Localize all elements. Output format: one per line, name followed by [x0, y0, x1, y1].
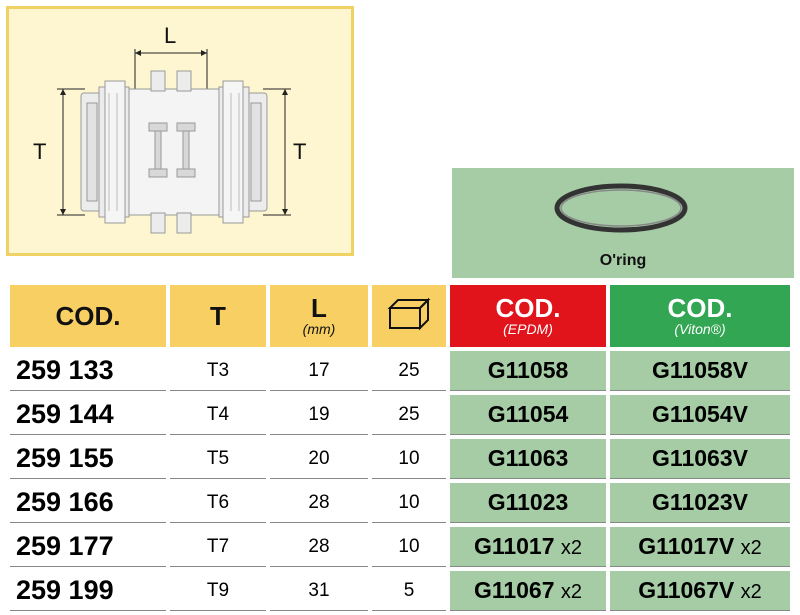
- product-table: COD. T L(mm) COD.(EPDM) COD.(Viton®) 259…: [6, 281, 794, 615]
- qty-cell: 10: [372, 483, 446, 523]
- epdm-code-cell: G11058: [450, 351, 606, 391]
- t-cell: T5: [170, 439, 266, 479]
- viton-code-value: G11067V: [638, 577, 735, 603]
- viton-code-value: G11023V: [652, 489, 748, 515]
- code-cell: 259 166: [10, 483, 166, 523]
- epdm-code-value: G11067: [473, 577, 555, 603]
- viton-code-value: G11054V: [652, 401, 748, 427]
- fitting-diagram: L T T: [6, 6, 354, 256]
- left-diameter-label: T: [33, 139, 47, 164]
- quantity-multiplier: x2: [560, 581, 583, 603]
- qty-cell: 25: [372, 395, 446, 435]
- viton-code-value: G11017V: [638, 533, 735, 559]
- qty-cell: 10: [372, 527, 446, 567]
- l-cell: 28: [270, 527, 368, 567]
- viton-code-value: G11063V: [652, 445, 748, 471]
- viton-code-cell: G11023V: [610, 483, 790, 523]
- quantity-multiplier: x2: [740, 581, 762, 603]
- t-cell: T7: [170, 527, 266, 567]
- viton-code-cell: G11058V: [610, 351, 790, 391]
- l-cell: 17: [270, 351, 368, 391]
- epdm-code-value: G11023: [487, 489, 569, 515]
- t-cell: T4: [170, 395, 266, 435]
- epdm-code-cell: G11023: [450, 483, 606, 523]
- epdm-code-value: G11063: [487, 445, 569, 471]
- quantity-multiplier: x2: [560, 537, 583, 559]
- t-cell: T6: [170, 483, 266, 523]
- header-viton: COD.(Viton®): [610, 285, 790, 347]
- quantity-multiplier: x2: [740, 537, 762, 559]
- epdm-code-cell: G11063: [450, 439, 606, 479]
- epdm-code-cell: G11054: [450, 395, 606, 435]
- oring-panel: O'ring: [452, 168, 794, 278]
- viton-code-value: G11058V: [652, 357, 748, 383]
- l-cell: 20: [270, 439, 368, 479]
- box-icon: [387, 297, 431, 330]
- epdm-code-value: G11017: [473, 533, 555, 559]
- header-box: [372, 285, 446, 347]
- oring-label: O'ring: [599, 252, 647, 269]
- t-cell: T3: [170, 351, 266, 391]
- epdm-code-value: G11058: [487, 357, 569, 383]
- header-l: L(mm): [270, 285, 368, 347]
- qty-cell: 25: [372, 351, 446, 391]
- viton-code-cell: G11054V: [610, 395, 790, 435]
- fitting-drawing: [57, 49, 291, 234]
- code-cell: 259 199: [10, 571, 166, 611]
- table-header-row: COD. T L(mm) COD.(EPDM) COD.(Viton®): [10, 285, 790, 347]
- code-cell: 259 177: [10, 527, 166, 567]
- qty-cell: 5: [372, 571, 446, 611]
- l-cell: 28: [270, 483, 368, 523]
- right-diameter-label: T: [293, 139, 307, 164]
- header-code: COD.: [10, 285, 166, 347]
- code-cell: 259 144: [10, 395, 166, 435]
- viton-code-cell: G11067V x2: [610, 571, 790, 611]
- header-epdm: COD.(EPDM): [450, 285, 606, 347]
- oring-icon: [554, 183, 688, 233]
- viton-code-cell: G11063V: [610, 439, 790, 479]
- l-cell: 19: [270, 395, 368, 435]
- l-cell: 31: [270, 571, 368, 611]
- epdm-code-cell: G11067 x2: [450, 571, 606, 611]
- viton-code-cell: G11017V x2: [610, 527, 790, 567]
- epdm-code-value: G11054: [487, 401, 569, 427]
- t-cell: T9: [170, 571, 266, 611]
- header-t: T: [170, 285, 266, 347]
- length-dimension-label: L: [164, 23, 177, 48]
- code-cell: 259 133: [10, 351, 166, 391]
- qty-cell: 10: [372, 439, 446, 479]
- epdm-code-cell: G11017 x2: [450, 527, 606, 567]
- code-cell: 259 155: [10, 439, 166, 479]
